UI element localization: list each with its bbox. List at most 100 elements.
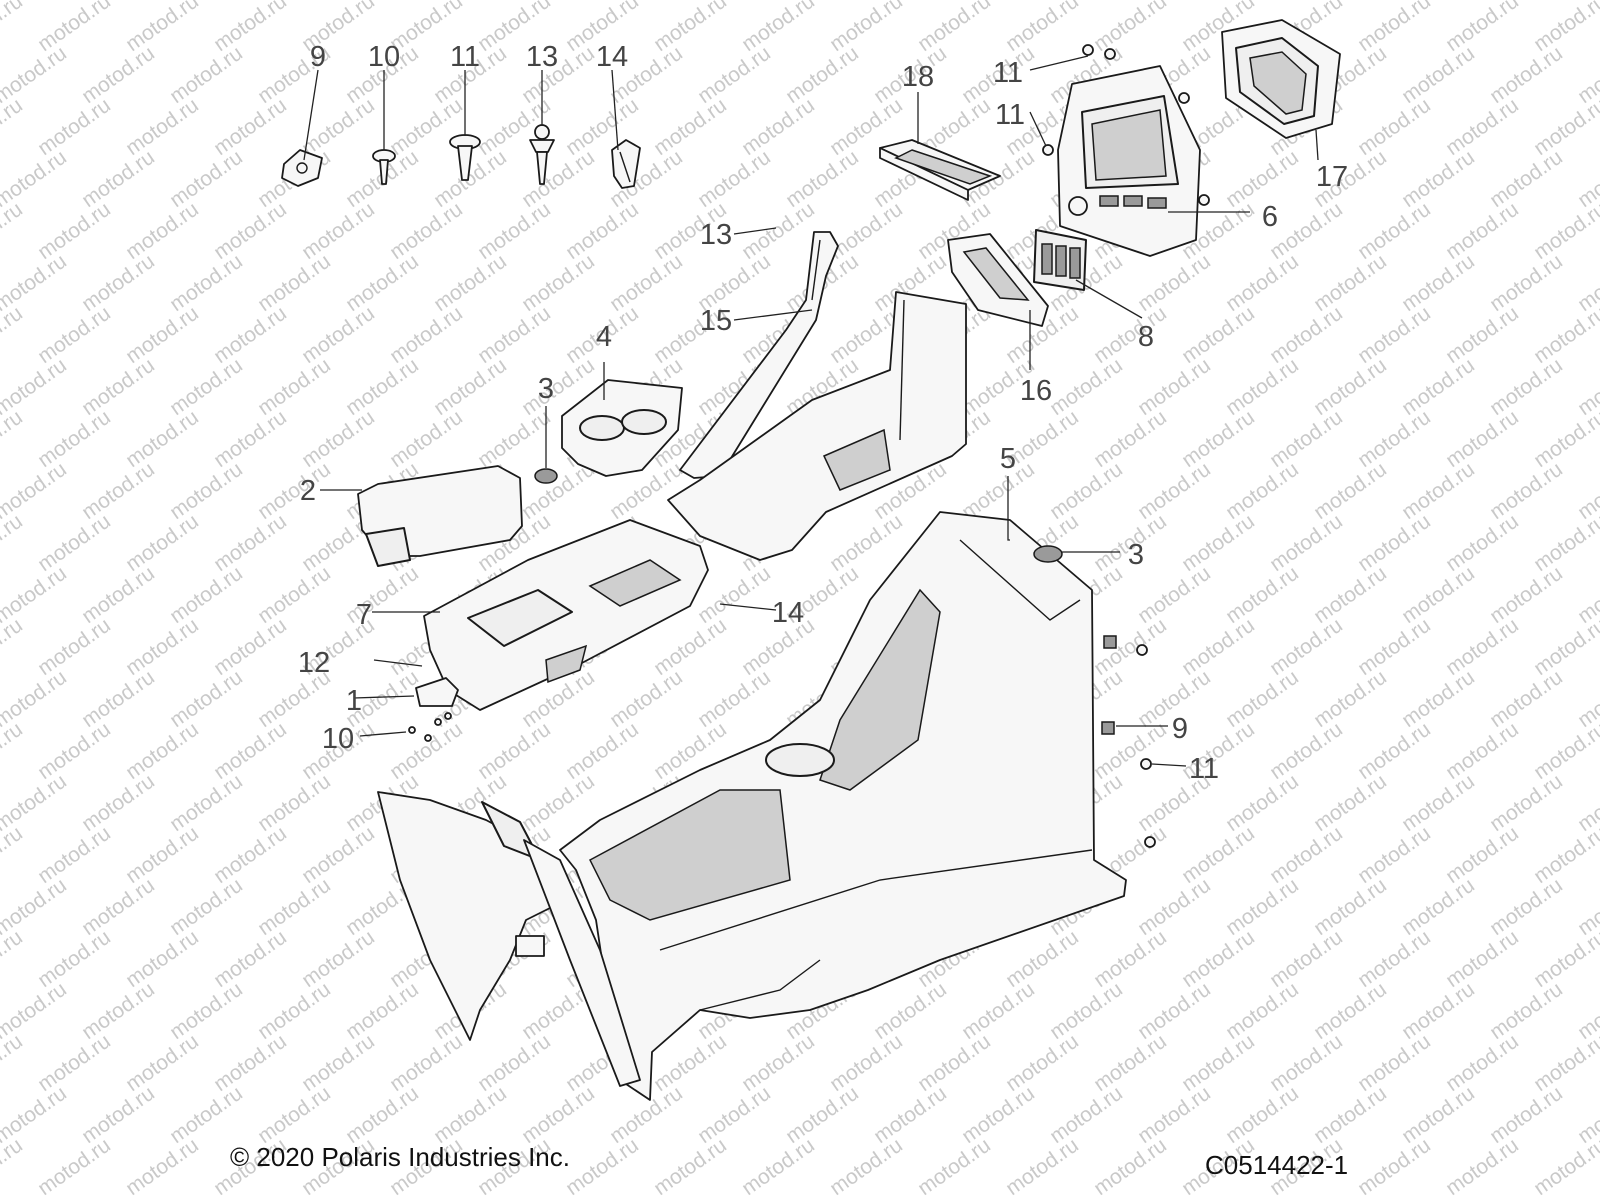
- watermark-text: motod.ru: [1178, 614, 1259, 680]
- watermark-text: motod.ru: [0, 926, 27, 992]
- watermark-text: motod.ru: [1222, 1082, 1303, 1148]
- watermark-text: motod.ru: [166, 666, 247, 732]
- watermark-text: motod.ru: [1266, 822, 1347, 888]
- callout-11-top: 11: [450, 41, 480, 73]
- watermark-text: motod.ru: [1310, 666, 1391, 732]
- watermark-text: motod.ru: [1178, 1030, 1259, 1096]
- watermark-text: motod.ru: [1354, 926, 1435, 992]
- watermark-text: motod.ru: [122, 614, 203, 680]
- watermark-text: motod.ru: [562, 718, 643, 784]
- watermark-text: motod.ru: [166, 250, 247, 316]
- watermark-text: motod.ru: [166, 562, 247, 628]
- watermark-text: motod.ru: [1442, 0, 1523, 56]
- watermark-text: motod.ru: [1310, 978, 1391, 1044]
- part-14-clip: [611, 139, 641, 189]
- callout-14-top: 14: [596, 41, 628, 73]
- watermark-text: motod.ru: [210, 1030, 291, 1096]
- watermark-text: motod.ru: [1354, 614, 1435, 680]
- callout-18: 18: [902, 61, 934, 93]
- copyright-notice: © 2020 Polaris Industries Inc.: [230, 1142, 570, 1172]
- watermark-text: motod.ru: [1222, 354, 1303, 420]
- watermark-text: motod.ru: [1486, 666, 1567, 732]
- watermark-text: motod.ru: [1398, 978, 1479, 1044]
- watermark-text: motod.ru: [1486, 1082, 1567, 1148]
- callout-2: 2: [300, 475, 316, 507]
- watermark-text: motod.ru: [122, 0, 203, 56]
- watermark-text: motod.ru: [298, 94, 379, 160]
- watermark-text: motod.ru: [0, 510, 27, 576]
- callout-5: 5: [1000, 443, 1016, 475]
- watermark-text: motod.ru: [562, 1134, 643, 1200]
- part-3-grommet-right: [1033, 545, 1063, 563]
- part-11-fasteners-top: [1042, 44, 1210, 206]
- watermark-text: motod.ru: [1354, 0, 1435, 56]
- watermark-text: motod.ru: [1310, 458, 1391, 524]
- watermark-text: motod.ru: [738, 1134, 819, 1200]
- part-3-grommet-left: [534, 468, 558, 484]
- watermark-text: motod.ru: [210, 198, 291, 264]
- watermark-text: motod.ru: [1530, 510, 1600, 576]
- watermark-text: motod.ru: [1398, 1082, 1479, 1148]
- watermark-text: motod.ru: [1530, 822, 1600, 888]
- watermark-text: motod.ru: [386, 198, 467, 264]
- part-9-clip-right: [1101, 635, 1117, 735]
- part-7-storage-tub: [423, 519, 709, 711]
- watermark-text: motod.ru: [342, 250, 423, 316]
- watermark-text: motod.ru: [210, 926, 291, 992]
- center-panel: [667, 291, 967, 561]
- watermark-text: motod.ru: [122, 1134, 203, 1200]
- callout-3-right: 3: [1128, 539, 1144, 571]
- watermark-text: motod.ru: [1178, 510, 1259, 576]
- watermark-text: motod.ru: [0, 302, 27, 368]
- watermark-text: motod.ru: [1266, 926, 1347, 992]
- watermark-text: motod.ru: [1530, 94, 1600, 160]
- watermark-text: motod.ru: [1442, 406, 1523, 472]
- watermark-text: motod.ru: [1442, 94, 1523, 160]
- watermark-text: motod.ru: [958, 1082, 1039, 1148]
- watermark-text: motod.ru: [474, 406, 555, 472]
- watermark-text: motod.ru: [78, 250, 159, 316]
- watermark-text: motod.ru: [474, 1030, 555, 1096]
- watermark-text: motod.ru: [254, 1082, 335, 1148]
- watermark-text: motod.ru: [210, 0, 291, 56]
- callout-16: 16: [1020, 375, 1052, 407]
- part-13-push-rivet: [529, 124, 555, 185]
- watermark-text: motod.ru: [1486, 250, 1567, 316]
- watermark-text: motod.ru: [1398, 562, 1479, 628]
- watermark-text: motod.ru: [1178, 406, 1259, 472]
- watermark-text: motod.ru: [166, 354, 247, 420]
- watermark-text: motod.ru: [1442, 1134, 1523, 1200]
- watermark-text: motod.ru: [606, 666, 687, 732]
- watermark-text: motod.ru: [122, 1030, 203, 1096]
- watermark-text: motod.ru: [1486, 458, 1567, 524]
- watermark-text: motod.ru: [518, 250, 599, 316]
- watermark-text: motod.ru: [1530, 302, 1600, 368]
- watermark-text: motod.ru: [1486, 354, 1567, 420]
- watermark-text: motod.ru: [1310, 562, 1391, 628]
- watermark-text: motod.ru: [1574, 0, 1600, 4]
- watermark-text: motod.ru: [1442, 926, 1523, 992]
- watermark-text: motod.ru: [78, 458, 159, 524]
- watermark-text: motod.ru: [1354, 822, 1435, 888]
- watermark-text: motod.ru: [958, 978, 1039, 1044]
- watermark-text: motod.ru: [1046, 1082, 1127, 1148]
- watermark-text: motod.ru: [870, 978, 951, 1044]
- watermark-text: motod.ru: [1090, 614, 1171, 680]
- callout-9-top: 9: [310, 41, 326, 73]
- watermark-text: motod.ru: [298, 926, 379, 992]
- watermark-text: motod.ru: [650, 614, 731, 680]
- watermark-text: motod.ru: [738, 1030, 819, 1096]
- watermark-text: motod.ru: [1310, 354, 1391, 420]
- watermark-text: motod.ru: [1222, 458, 1303, 524]
- watermark-text: motod.ru: [122, 718, 203, 784]
- watermark-text: motod.ru: [0, 614, 27, 680]
- watermark-text: motod.ru: [606, 250, 687, 316]
- watermark-text: motod.ru: [694, 146, 775, 212]
- part-18-tray: [879, 139, 1001, 201]
- watermark-text: motod.ru: [0, 406, 27, 472]
- watermark-text: motod.ru: [1002, 0, 1083, 56]
- watermark-text: motod.ru: [1442, 1030, 1523, 1096]
- watermark-text: motod.ru: [826, 510, 907, 576]
- watermark-text: motod.ru: [386, 94, 467, 160]
- diagram-code: C0514422-1: [1205, 1150, 1349, 1180]
